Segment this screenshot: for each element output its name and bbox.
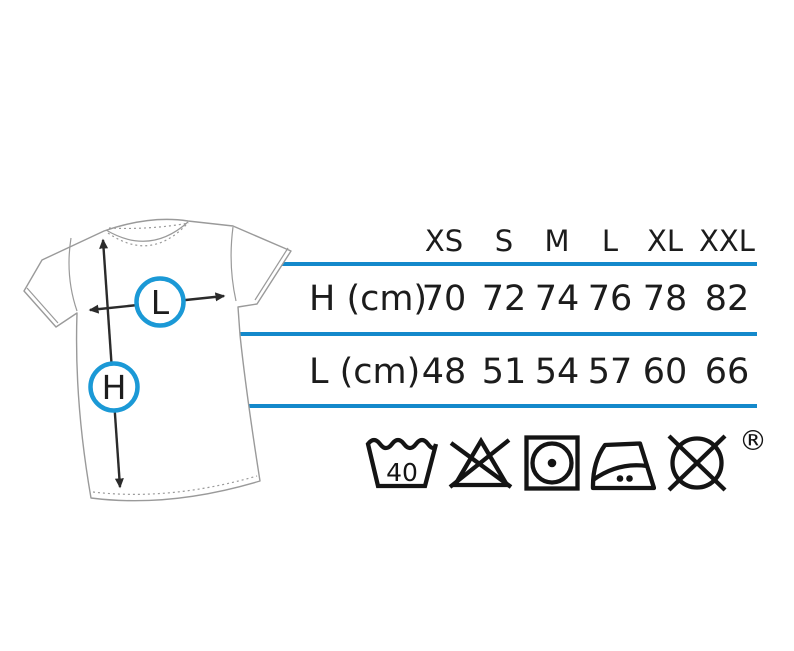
width-label-circle: [134, 276, 186, 328]
tshirt-seams: [26, 221, 289, 495]
tumble-dry-icon: [524, 435, 580, 491]
height-value-xl: 78: [642, 279, 688, 319]
height-value-m: 74: [534, 279, 580, 319]
registered-trademark-symbol: ®: [739, 424, 767, 457]
care-symbols-row: 40 ®: [365, 424, 767, 492]
size-column-xs: XS: [424, 224, 464, 258]
row-label-height: H (cm): [309, 279, 428, 319]
size-column-m: M: [544, 224, 570, 258]
size-column-xl: XL: [646, 224, 684, 258]
height-label-circle: [88, 361, 140, 413]
tshirt-outline: [23, 218, 292, 502]
row-label-width: L (cm): [309, 352, 421, 392]
size-column-s: S: [494, 224, 514, 258]
do-not-bleach-icon: [448, 436, 513, 489]
table-divider-line: [233, 262, 757, 266]
size-table-header: XS S M L XL XXL: [0, 224, 794, 258]
size-column-xxl: XXL: [699, 224, 755, 258]
machine-wash-40-icon: 40: [365, 437, 439, 489]
table-row-height: H (cm) 70 72 74 76 78 82: [0, 279, 794, 319]
width-value-xs: 48: [421, 352, 467, 392]
width-value-l: 57: [587, 352, 633, 392]
width-value-s: 51: [481, 352, 527, 392]
height-label-letter: H: [102, 368, 127, 407]
table-divider-line: [230, 332, 757, 336]
do-not-dry-clean-icon: [667, 434, 727, 492]
width-value-m: 54: [534, 352, 580, 392]
height-value-s: 72: [481, 279, 527, 319]
width-label-letter: L: [151, 283, 170, 322]
wash-temperature-label: 40: [386, 458, 418, 487]
size-column-l: L: [601, 224, 619, 258]
width-value-xxl: 66: [704, 352, 750, 392]
width-value-xl: 60: [642, 352, 688, 392]
iron-icon: [590, 441, 656, 491]
height-value-xxl: 82: [704, 279, 750, 319]
height-value-xs: 70: [421, 279, 467, 319]
table-divider-line: [230, 404, 757, 408]
height-value-l: 76: [587, 279, 633, 319]
table-row-width: L (cm) 48 51 54 57 60 66: [0, 352, 794, 392]
